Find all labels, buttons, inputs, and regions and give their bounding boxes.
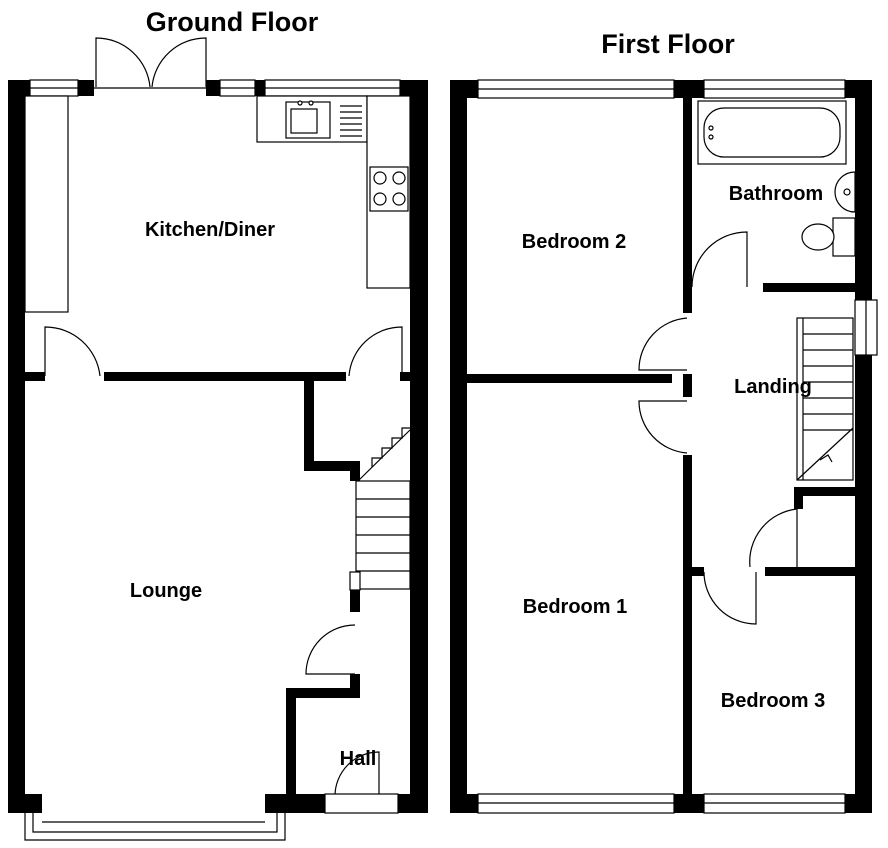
ground-right-wall bbox=[410, 80, 428, 813]
room-label-bathroom: Bathroom bbox=[729, 183, 823, 205]
stairs-wall bbox=[350, 461, 360, 481]
hob-ring bbox=[392, 171, 406, 185]
first-bottom-wall bbox=[674, 794, 704, 813]
room-label-kitchen: Kitchen/Diner bbox=[145, 219, 275, 241]
kitchen-counter-left bbox=[24, 95, 69, 313]
ground-top-wall-right bbox=[400, 80, 428, 96]
sink-tap bbox=[297, 100, 303, 106]
first-floor-title: First Floor bbox=[601, 29, 735, 59]
ground-floor-plan: Ground Floor bbox=[8, 7, 428, 841]
toilet-bowl bbox=[801, 223, 835, 251]
hall-wall bbox=[286, 688, 360, 698]
cupboard-wall bbox=[794, 487, 803, 509]
first-top-wall bbox=[674, 80, 704, 98]
understairs-wall bbox=[304, 372, 314, 468]
cupboard-wall bbox=[794, 487, 855, 496]
first-bottom-wall bbox=[450, 794, 478, 813]
first-bottom-wall bbox=[845, 794, 872, 813]
wall-stub bbox=[683, 374, 692, 397]
room-label-lounge: Lounge bbox=[130, 580, 202, 602]
kitchen-lounge-wall bbox=[104, 372, 346, 381]
room-label-bedroom3: Bedroom 3 bbox=[721, 690, 825, 712]
bedroom3-door bbox=[703, 571, 757, 625]
ground-top-wall-pillar bbox=[78, 80, 94, 96]
french-door-right bbox=[151, 37, 207, 88]
ground-bottom-wall-right bbox=[398, 794, 428, 813]
room-label-hall: Hall bbox=[340, 748, 377, 770]
room-label-bedroom1: Bedroom 1 bbox=[523, 596, 627, 618]
lounge-hall-door bbox=[305, 624, 356, 675]
staircase bbox=[349, 427, 411, 591]
first-left-wall bbox=[450, 80, 467, 813]
bath-tap bbox=[708, 125, 714, 131]
sink-bowl bbox=[290, 108, 318, 134]
ground-left-wall bbox=[8, 80, 25, 813]
front-door bbox=[334, 751, 380, 797]
bathroom-door bbox=[691, 231, 748, 288]
first-top-wall bbox=[450, 80, 478, 98]
kitchen-lounge-door bbox=[44, 326, 101, 377]
bedroom1-door bbox=[638, 400, 688, 454]
hob-ring bbox=[392, 192, 406, 206]
first-right-wall bbox=[855, 80, 872, 813]
bedroom2-bedroom1-wall bbox=[467, 374, 672, 383]
bedroom2-door bbox=[638, 317, 688, 371]
bath-tap bbox=[708, 134, 714, 140]
kitchen-lounge-wall-right bbox=[400, 372, 410, 381]
first-floor-plan: First Floor bbox=[450, 29, 878, 814]
landing-staircase bbox=[796, 317, 854, 481]
wall-stub bbox=[692, 567, 704, 576]
ground-top-wall-pillar bbox=[206, 80, 220, 96]
hob-ring bbox=[373, 171, 387, 185]
basin-drain bbox=[843, 188, 851, 196]
drainer bbox=[340, 105, 362, 137]
room-label-landing: Landing bbox=[734, 376, 812, 398]
bay-window bbox=[24, 813, 286, 841]
bedroom3-landing-wall bbox=[765, 567, 855, 576]
ground-top-wall-pillar bbox=[255, 80, 265, 96]
room-label-bedroom2: Bedroom 2 bbox=[522, 231, 626, 253]
sink-tap bbox=[308, 100, 314, 106]
bathroom-landing-wall bbox=[763, 283, 855, 292]
hall-wall bbox=[286, 688, 296, 813]
ground-bottom-wall-left bbox=[8, 794, 42, 813]
bay-window-inner bbox=[32, 813, 278, 833]
understairs-wall bbox=[304, 461, 360, 471]
hob-ring bbox=[373, 192, 387, 206]
ground-floor-title: Ground Floor bbox=[146, 7, 319, 37]
toilet-cistern bbox=[832, 217, 856, 257]
lounge-hall-wall bbox=[350, 674, 360, 696]
stairs-wall bbox=[350, 590, 360, 612]
ground-top-wall-left bbox=[8, 80, 30, 96]
bedroom1-landing-wall bbox=[683, 455, 692, 794]
first-top-wall bbox=[845, 80, 872, 98]
cupboard-door bbox=[749, 508, 798, 568]
bedroom2-landing-wall bbox=[683, 98, 692, 313]
kitchen-lounge-wall-left bbox=[25, 372, 45, 381]
bath-inner bbox=[703, 107, 841, 158]
kitchen-hall-door bbox=[348, 326, 403, 377]
front-door-threshold bbox=[324, 793, 399, 814]
french-door-left bbox=[95, 37, 151, 88]
